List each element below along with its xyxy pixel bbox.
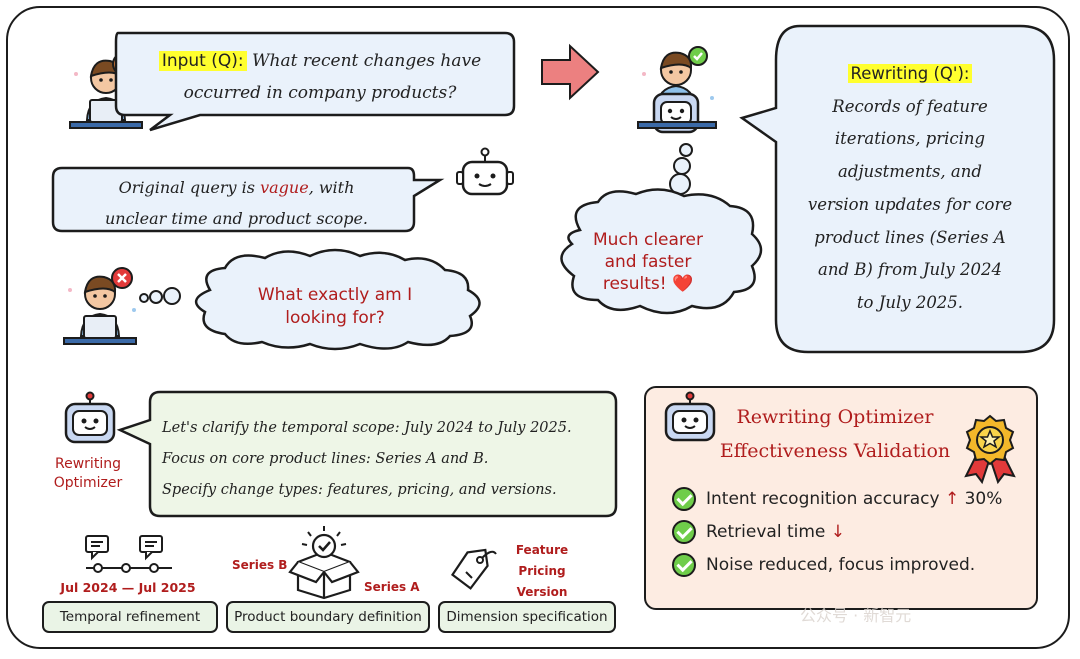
rewrite-line: product lines (Series A [814,227,1006,247]
rewrite-line: to July 2025. [856,292,964,312]
vague-line1-pre: Original query is [118,178,261,197]
vague-line1-post: , with [308,178,355,197]
product-boundary-box: Product boundary definition [226,601,430,633]
optimizer-line1: Rewriting [55,456,121,472]
timeline-range: Jul 2024 — Jul 2025 [60,580,196,595]
check-icon [672,520,696,544]
rewrite-line: Records of feature [832,96,988,116]
vague-word: vague [260,178,309,197]
product-box-icon [288,526,360,600]
clearer-line3: results! [602,274,672,294]
dimension-list: Feature Pricing Version [506,540,578,603]
optimizer-line2: Optimizer [53,475,123,491]
optimizer-label: Rewriting Optimizer [40,455,136,493]
temporal-refinement-box: Temporal refinement [42,601,218,633]
clarify-line: Focus on core product lines: Series A an… [162,451,489,467]
clearer-line2: and faster [604,252,692,272]
heart-icon: ❤️ [672,274,694,294]
award-medal-icon [964,414,1016,485]
optimizer-robot-icon [64,391,116,444]
vague-bubble-text: Original query is vague, with unclear ti… [64,172,409,234]
dimension-spec-box: Dimension specification [438,601,616,633]
rewrite-line: iterations, pricing [834,129,986,149]
robot-outline-icon [456,147,514,196]
down-arrow-icon: ↓ [830,522,846,542]
clearer-cloud-text: Much clearer and faster results! ❤️ [578,229,718,295]
check-icon [672,553,696,577]
confused-line1: What exactly am I [257,285,413,305]
confused-line2: looking for? [285,308,385,328]
clarify-bubble-text: Let's clarify the temporal scope: July 2… [162,413,612,506]
input-label: Input (Q): [158,51,247,71]
series-b-label: Series B [232,558,288,572]
validation-item-text: Retrieval time [706,522,831,542]
rewrite-label: Rewriting (Q'): [847,64,973,83]
rewrite-line: and B) from July 2024 [818,260,1002,280]
validation-list: Intent recognition accuracy ↑ 30% Retrie… [672,483,1022,582]
diagram-frame [6,6,1070,649]
series-a-label: Series A [364,580,420,594]
validation-robot-icon [664,391,716,442]
validation-item-suffix: 30% [959,489,1003,509]
confused-cloud-text: What exactly am I looking for? [225,284,445,330]
input-line2: occurred in company products? [183,83,457,103]
dimension-item: Feature [515,543,569,557]
timeline-icon [85,535,172,573]
validation-item: Retrieval time ↓ [672,516,1022,549]
input-bubble-text: Input (Q): What recent changes have occu… [140,45,500,109]
dimension-item: Pricing [518,564,566,578]
vague-line2: unclear time and product scope. [104,209,369,228]
clarify-line: Let's clarify the temporal scope: July 2… [162,420,572,436]
validation-item-text: Intent recognition accuracy [706,489,945,509]
check-icon [672,487,696,511]
validation-title-line1: Rewriting Optimizer [736,406,934,428]
watermark: 公众号 · 新智元 [800,606,912,625]
rewrite-line: version updates for core [807,194,1013,214]
dimension-item: Version [516,585,568,599]
validation-title-line2: Effectiveness Validation [719,440,951,462]
clearer-line1: Much clearer [593,230,703,250]
validation-title: Rewriting Optimizer Effectiveness Valida… [700,400,970,468]
rewrite-bubble-text: Rewriting (Q'): Records of feature itera… [784,58,1036,320]
input-line1: What recent changes have [252,51,482,71]
user-confused-icon [63,267,137,345]
up-arrow-icon: ↑ [944,489,960,509]
validation-item-text: Noise reduced, focus improved. [706,555,976,575]
user-robot-success-icon [637,46,717,134]
right-arrow-icon [541,43,600,101]
validation-item: Intent recognition accuracy ↑ 30% [672,483,1022,516]
validation-item: Noise reduced, focus improved. [672,549,1022,582]
price-tag-icon [450,548,497,590]
rewrite-line: adjustments, and [838,162,982,182]
clarify-line: Specify change types: features, pricing,… [162,482,557,498]
